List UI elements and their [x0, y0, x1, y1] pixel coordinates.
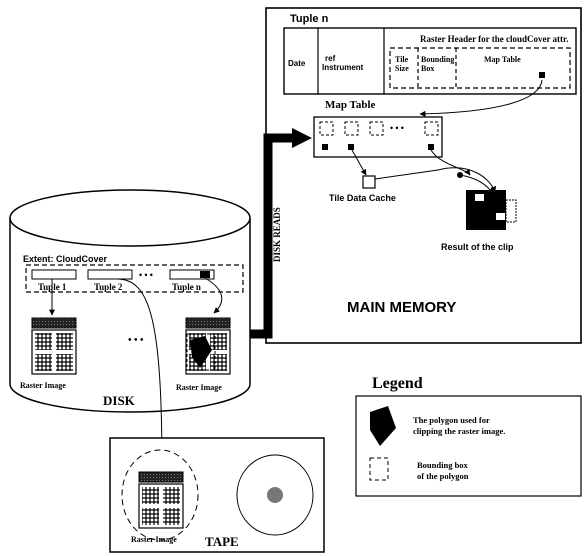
tuple-n-label: Tuple n — [172, 282, 201, 292]
tape-label: TAPE — [205, 534, 239, 549]
raster-image-right — [185, 317, 231, 375]
col-ref-line2: Instrument — [322, 63, 364, 72]
raster-dots: • • • — [128, 335, 144, 346]
raster-header-title: Raster Header for the cloudCover attr. — [420, 34, 568, 44]
tape-raster-label: Raster Image — [131, 535, 177, 544]
tile-data-cache-label: Tile Data Cache — [329, 193, 396, 203]
main-memory-panel: Tuple n Raster Header for the cloudCover… — [265, 7, 582, 344]
map-table-pointer — [539, 72, 545, 78]
col-ref-line1: ref — [325, 54, 336, 63]
legend-bbox-line1: Bounding box — [417, 460, 469, 470]
map-table: • • • — [313, 116, 443, 158]
tuple-2-label: Tuple 2 — [94, 282, 123, 292]
legend-title: Legend — [372, 375, 423, 392]
raster-image-left-label: Raster Image — [20, 381, 66, 390]
main-memory-label: MAIN MEMORY — [347, 299, 456, 316]
col-tile-line1: Tile — [395, 55, 409, 64]
pointer-to-map-table — [419, 79, 543, 117]
tuple-n-title: Tuple n — [290, 13, 329, 25]
raster-image-right-label: Raster Image — [176, 383, 222, 392]
col-date: Date — [288, 59, 306, 68]
disk-reads-label: DISK READS — [272, 207, 282, 262]
raster-image-left — [31, 317, 77, 375]
map-table-ellipsis: • • • — [390, 123, 404, 133]
disk-label: DISK — [103, 393, 136, 408]
legend-polygon-line2: clipping the raster image. — [413, 426, 505, 436]
raster-header-box — [389, 47, 571, 89]
pointer-to-tape — [117, 278, 165, 471]
legend-box: The polygon used for clipping the raster… — [355, 395, 582, 497]
disk-reads-arrow — [240, 128, 312, 339]
raster-image-tape — [138, 471, 184, 529]
tile-data-cache-box — [362, 175, 376, 189]
legend-polygon-line1: The polygon used for — [413, 415, 490, 425]
col-map-table: Map Table — [484, 55, 521, 64]
disk-cylinder — [9, 189, 251, 413]
col-bbox-line2: Box — [421, 64, 434, 73]
result-of-clip-label: Result of the clip — [441, 242, 514, 252]
result-of-clip-image — [466, 190, 517, 230]
bounding-box-icon — [369, 457, 389, 481]
legend-bbox-line2: of the polygon — [417, 471, 469, 481]
tuple-n-record: Raster Header for the cloudCover attr. D… — [283, 27, 577, 95]
map-table-label: Map Table — [325, 99, 376, 111]
polygon-icon — [370, 406, 396, 446]
col-tile-line2: Size — [395, 64, 409, 73]
extent-label: Extent: CloudCover — [23, 254, 108, 264]
col-bbox-line1: Bounding — [421, 55, 454, 64]
tuple-ellipsis: • • • — [139, 270, 153, 280]
